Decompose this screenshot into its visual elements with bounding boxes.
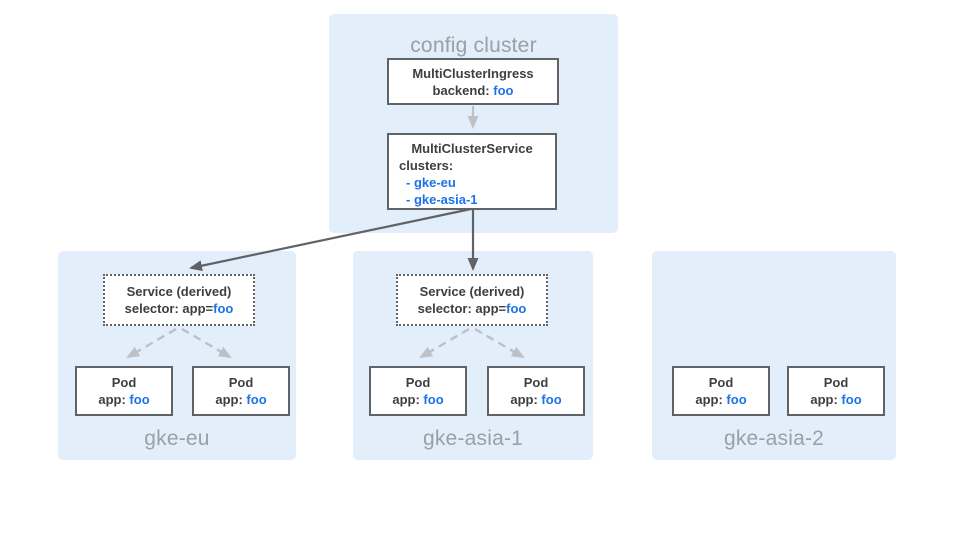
pod-title: Pod	[823, 375, 849, 390]
app-label: app:	[392, 392, 420, 407]
clusters-label: clusters:	[399, 158, 454, 173]
app-value: foo	[246, 392, 267, 407]
backend-value: foo	[493, 82, 514, 98]
cluster-ref-gke-asia-1: - gke-asia-1	[406, 192, 478, 207]
selector-label: selector: app=	[417, 301, 507, 316]
backend-label: backend:	[432, 82, 490, 98]
pod-title: Pod	[405, 375, 431, 390]
pod-app-line: app: foo	[194, 391, 288, 408]
pod-node: Pod app: foo	[487, 366, 585, 416]
derived-service-node: Service (derived) selector: app=foo	[103, 274, 255, 326]
cluster-name-label: gke-asia-2	[723, 427, 825, 450]
node-title: MultiClusterIngress	[412, 65, 534, 81]
backend-line: backend: foo	[389, 82, 557, 99]
app-value: foo	[541, 392, 562, 407]
pod-app-line: app: foo	[371, 391, 465, 408]
pod-title: Pod	[523, 375, 549, 390]
multiclusteringress-node: MultiClusterIngress backend: foo	[387, 58, 559, 105]
app-label: app:	[695, 392, 723, 407]
derived-service-node: Service (derived) selector: app=foo	[396, 274, 548, 326]
pod-app-line: app: foo	[77, 391, 171, 408]
selector-line: selector: app=foo	[105, 300, 253, 317]
selector-value: foo	[506, 301, 527, 316]
cluster-gke-eu: Service (derived) selector: app=foo Pod …	[58, 251, 296, 460]
pod-node: Pod app: foo	[75, 366, 173, 416]
app-value: foo	[423, 392, 444, 407]
pod-node: Pod app: foo	[369, 366, 467, 416]
app-label: app:	[98, 392, 126, 407]
multiclusterservice-node: MultiClusterService clusters: - gke-eu -…	[387, 133, 557, 210]
cluster-name-label: gke-eu	[144, 427, 210, 450]
cluster-gke-asia-1: Service (derived) selector: app=foo Pod …	[353, 251, 593, 460]
pod-node: Pod app: foo	[192, 366, 290, 416]
config-cluster-group: config cluster MultiClusterIngress backe…	[329, 14, 618, 233]
app-value: foo	[726, 392, 747, 407]
pod-app-line: app: foo	[789, 391, 883, 408]
cluster-gke-asia-2: Pod app: foo Pod app: foo gke-asia-2	[652, 251, 896, 460]
pod-node: Pod app: foo	[672, 366, 770, 416]
selector-label: selector: app=	[124, 301, 214, 316]
app-label: app:	[510, 392, 538, 407]
app-value: foo	[129, 392, 150, 407]
pod-app-line: app: foo	[489, 391, 583, 408]
config-cluster-label: config cluster	[410, 34, 537, 57]
pod-title: Pod	[708, 375, 734, 390]
app-label: app:	[810, 392, 838, 407]
selector-value: foo	[213, 301, 234, 316]
cluster-name-label: gke-asia-1	[422, 427, 524, 450]
pod-node: Pod app: foo	[787, 366, 885, 416]
pod-app-line: app: foo	[674, 391, 768, 408]
node-title: Service (derived)	[419, 284, 525, 299]
node-title: MultiClusterService	[411, 141, 533, 156]
cluster-ref-gke-eu: - gke-eu	[406, 175, 456, 190]
pod-title: Pod	[111, 375, 137, 390]
selector-line: selector: app=foo	[398, 300, 546, 317]
app-value: foo	[841, 392, 862, 407]
app-label: app:	[215, 392, 243, 407]
node-title: Service (derived)	[126, 284, 232, 299]
pod-title: Pod	[228, 375, 254, 390]
